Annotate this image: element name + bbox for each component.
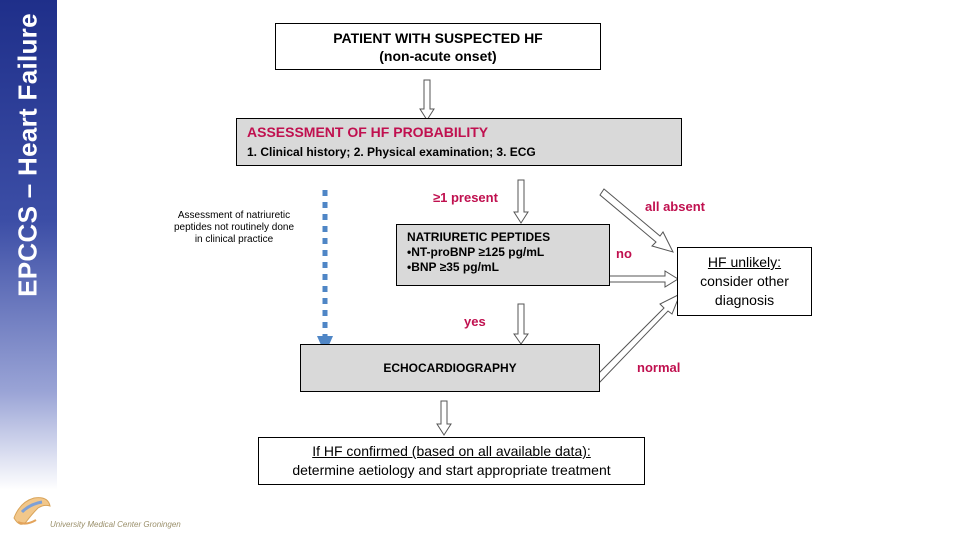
peptides-ntprobnp: •NT-proBNP ≥125 pg/mL bbox=[407, 245, 545, 259]
label-all-absent: all absent bbox=[645, 199, 705, 214]
sidebar-band: EPCCS – Heart Failure bbox=[0, 0, 57, 490]
echocardiography-label: ECHOCARDIOGRAPHY bbox=[383, 361, 517, 375]
assessment-title: ASSESSMENT OF HF PROBABILITY bbox=[247, 124, 489, 140]
hf-unlikely-line3: diagnosis bbox=[714, 292, 775, 308]
hf-unlikely-line2: consider other bbox=[700, 273, 789, 289]
arrow-normal bbox=[595, 292, 681, 383]
hf-unlikely-box: HF unlikely: consider other diagnosis bbox=[677, 247, 812, 316]
arrow-no bbox=[604, 270, 679, 288]
hf-confirmed-box: If HF confirmed (based on all available … bbox=[258, 437, 645, 485]
hf-confirmed-title: If HF confirmed (based on all available … bbox=[312, 443, 591, 459]
hf-confirmed-action: determine aetiology and start appropriat… bbox=[292, 462, 611, 478]
side-note-line3: in clinical practice bbox=[194, 234, 274, 245]
arrow-down-3 bbox=[513, 303, 529, 345]
label-normal: normal bbox=[637, 360, 681, 375]
label-present: ≥1 present bbox=[433, 190, 498, 205]
side-note: Assessment of natriuretic peptides not r… bbox=[160, 210, 308, 246]
arrow-down-4 bbox=[436, 400, 452, 436]
label-no: no bbox=[616, 246, 632, 261]
patient-subtitle: (non-acute onset) bbox=[379, 47, 497, 64]
side-note-line2: peptides not routinely done bbox=[173, 222, 295, 233]
assessment-box: ASSESSMENT OF HF PROBABILITY 1. Clinical… bbox=[236, 118, 682, 166]
arrow-all-absent bbox=[599, 188, 674, 253]
side-note-line1: Assessment of natriuretic bbox=[177, 210, 291, 221]
patient-title: PATIENT WITH SUSPECTED HF bbox=[333, 29, 543, 46]
label-yes: yes bbox=[464, 314, 486, 329]
logo-text: University Medical Center Groningen bbox=[50, 520, 181, 529]
peptides-box: NATRIURETIC PEPTIDES •NT-proBNP ≥125 pg/… bbox=[396, 224, 610, 286]
umcg-logo bbox=[13, 497, 51, 525]
patient-box: PATIENT WITH SUSPECTED HF (non-acute ons… bbox=[275, 23, 601, 70]
arrow-down-1 bbox=[419, 79, 435, 121]
peptides-title: NATRIURETIC PEPTIDES bbox=[407, 230, 551, 244]
assessment-subtitle: 1. Clinical history; 2. Physical examina… bbox=[247, 145, 536, 159]
hf-unlikely-title: HF unlikely: bbox=[707, 254, 782, 270]
arrow-down-2 bbox=[513, 179, 529, 224]
peptides-bnp: •BNP ≥35 pg/mL bbox=[407, 260, 499, 274]
echocardiography-box: ECHOCARDIOGRAPHY bbox=[300, 344, 600, 392]
